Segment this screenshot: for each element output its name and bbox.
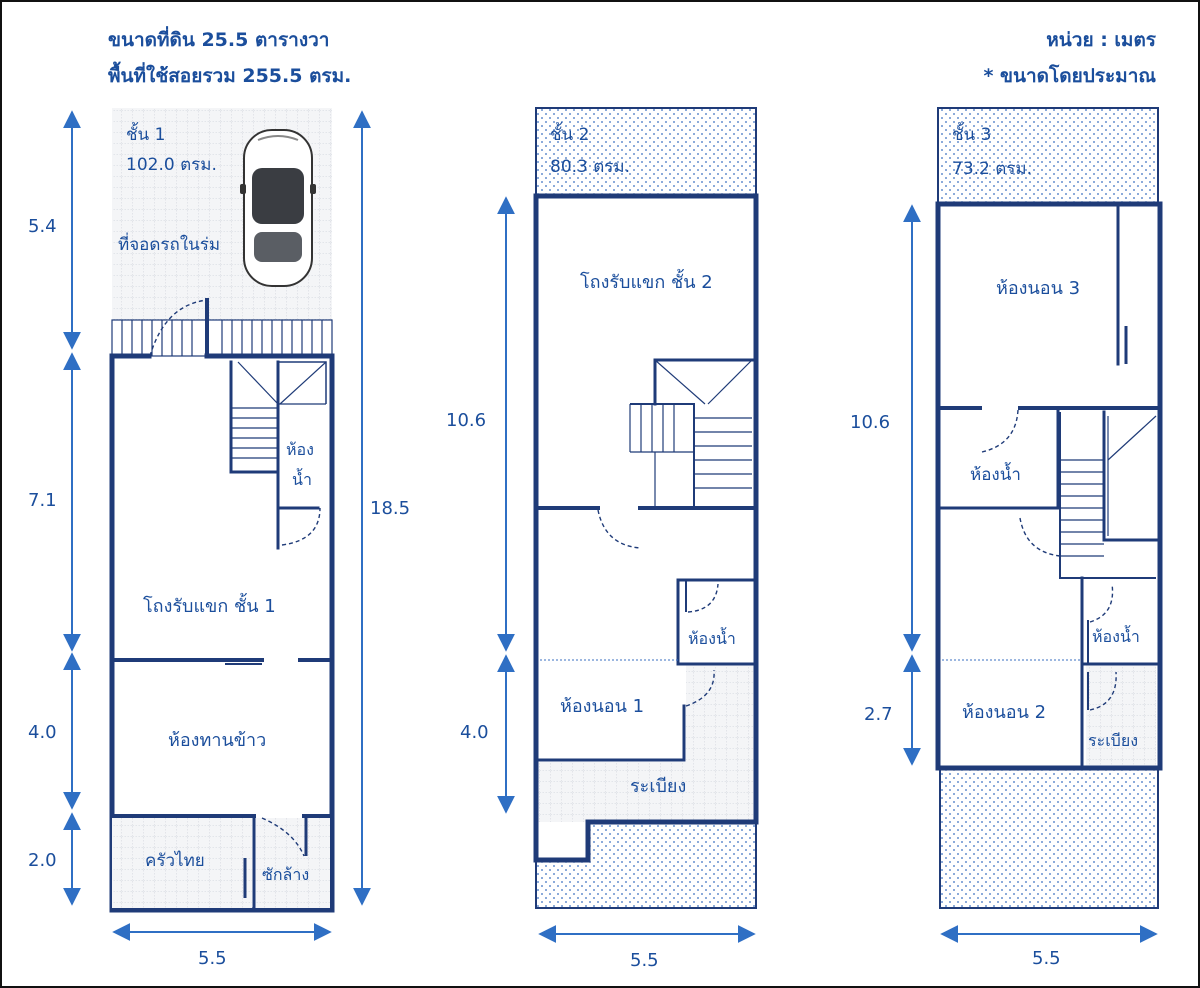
floor-1-area: 102.0 ตรม. [126,155,217,175]
floor-1-plan: ชั้น 1 102.0 ตรม. ที่จอดรถในร่ม ห้อง น้ำ… [28,108,410,969]
floor-2-area: 80.3 ตรม. [550,157,630,177]
dim-2-7-f3: 2.7 [864,704,893,725]
usable-area-text: พื้นที่ใช้สอยรวม 255.5 ตรม. [108,61,351,87]
bath-2-label: ห้องน้ำ [688,627,736,648]
floor-2-title: ชั้น 2 [550,122,589,145]
bath-3a-label: ห้องน้ำ [970,462,1021,485]
roof-area-2 [535,107,757,197]
balcony-area-3 [1086,664,1156,766]
lobby-1-label: โถงรับแขก ชั้น 1 [143,593,276,617]
floor-2-plan: ชั้น 2 80.3 ตรม. โถงรับแขก ชั้น 2 ห้องน้… [446,107,759,971]
dim-width-3: 5.5 [1032,948,1061,969]
bath-1-label-line2: น้ำ [292,468,312,489]
floor-3-area: 73.2 ตรม. [952,159,1032,179]
roof-area-3 [937,107,1159,205]
dim-width-2: 5.5 [630,950,659,971]
front-fence [111,298,333,358]
dim-5-4: 5.4 [28,216,57,237]
staircase-2 [629,358,754,508]
floor-3-plan: ชั้น 3 73.2 ตรม. ห้องนอน 3 ห้องน้ำ ห้องน… [850,107,1163,969]
car-icon [240,129,316,287]
lower-roof-area-3 [939,767,1159,909]
unit-text: หน่วย : เมตร [1046,29,1156,51]
balcony-area-2 [538,762,754,822]
dim-4-0-f2: 4.0 [460,722,489,743]
parking-label: ที่จอดรถในร่ม [118,232,220,255]
lobby-2-label: โถงรับแขก ชั้น 2 [580,269,713,293]
bath-3b-label: ห้องน้ำ [1092,625,1140,646]
bath-1-label-line1: ห้อง [286,440,314,459]
land-size-text: ขนาดที่ดิน 25.5 ตารางวา [108,26,329,51]
dim-18-5: 18.5 [370,498,410,519]
staircase-1 [229,360,327,474]
bedroom-1-label: ห้องนอน 1 [560,696,644,717]
dim-10-6-f3: 10.6 [850,412,890,433]
dim-7-1: 7.1 [28,490,57,511]
dim-10-6-f2: 10.6 [446,410,486,431]
gate-swing [149,299,208,357]
dim-4-0: 4.0 [28,722,57,743]
dining-room-label: ห้องทานข้าว [168,730,266,751]
bedroom-2-label: ห้องนอน 2 [962,702,1046,723]
dim-2-0: 2.0 [28,850,57,871]
approx-note-text: * ขนาดโดยประมาณ [983,64,1156,87]
balcony-3-label: ระเบียง [1088,731,1138,750]
bedroom-3-label: ห้องนอน 3 [996,278,1080,299]
floor-3-title: ชั้น 3 [952,122,991,145]
laundry-label: ซักล้าง [262,865,309,884]
floor-1-title: ชั้น 1 [126,122,165,145]
balcony-2-label: ระเบียง [630,776,686,797]
staircase-3 [1059,410,1158,579]
thai-kitchen-label: ครัวไทย [145,850,205,871]
dim-width-1: 5.5 [198,948,227,969]
